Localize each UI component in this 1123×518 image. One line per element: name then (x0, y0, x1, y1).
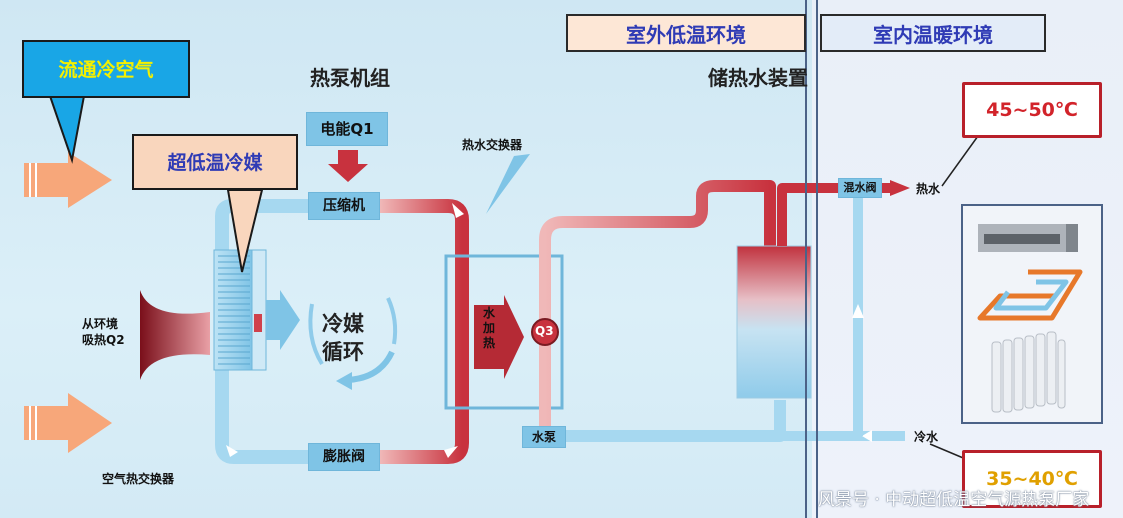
cycle-arc-right-icon (386, 297, 398, 345)
zone-divider-right (816, 0, 818, 518)
expansion-valve-label: 膨胀阀 (308, 443, 380, 471)
flow-arrow-right-bottom-icon (444, 446, 458, 458)
q3-circle (531, 318, 559, 346)
hot-water-exchanger-frame (444, 254, 564, 410)
flow-arrow-right-top-icon (452, 203, 464, 218)
heat-storage-tank (736, 245, 812, 399)
heat-pump-unit-title: 热泵机组 (310, 66, 390, 90)
air-heat-exchanger-label: 空气热交换器 (102, 472, 175, 486)
zone-divider-left (805, 0, 807, 518)
mixing-valve-label: 混水阀 (838, 178, 882, 198)
hot-water-label: 热水 (916, 182, 941, 196)
water-return-pipe (539, 400, 786, 442)
hot-exchanger-pointer (486, 154, 530, 214)
flow-arrow-left-bottom-icon (226, 445, 238, 457)
cycle-arrowhead-icon (336, 372, 352, 390)
heat-transfer-arrow-icon (266, 290, 300, 350)
outdoor-zone-label: 室外低温环境 (566, 14, 806, 52)
hot-water-exchanger-label: 热水交换器 (462, 138, 523, 152)
water-heating-arrow-head (504, 295, 524, 379)
hot-refrigerant-loop (380, 199, 469, 464)
hot-temp-leader (941, 135, 979, 187)
cold-temp-leader (929, 443, 969, 461)
electric-energy-label: 电能Q1 (306, 112, 388, 146)
water-heating-arrow-body (474, 305, 504, 369)
cold-water-arrow-icon (862, 430, 872, 442)
water-pump-label: 水泵 (522, 426, 566, 448)
heat-absorption-horn (140, 290, 210, 380)
refrigerant-cycle-label: 冷媒 循环 (322, 312, 364, 364)
cold-water-label: 冷水 (914, 430, 939, 444)
water-loop-pipe (539, 180, 776, 430)
air-inflow-arrow-bottom (24, 393, 112, 453)
water-heating-label: 水 加 热 (483, 306, 496, 350)
q3-label: Q3 (535, 324, 554, 338)
cycle-arrow-icon (347, 350, 395, 383)
air-flow-callout: 流通冷空气 (22, 40, 190, 98)
absorb-heat-label: 从环境 吸热Q2 (82, 317, 125, 347)
cold-water-temperature: 35~40℃ (962, 450, 1102, 508)
indoor-zone-label: 室内温暖环境 (820, 14, 1046, 52)
energy-down-arrow-icon (328, 150, 368, 182)
watermark: 风景号 · 中动超低温空气源热泵厂家 (818, 490, 1090, 510)
compressor-label: 压缩机 (308, 192, 380, 220)
air-callout-pointer (48, 95, 86, 164)
hot-water-arrow-icon (890, 180, 910, 196)
floor-heating-icon (977, 269, 1083, 321)
heat-storage-title: 储热水装置 (708, 66, 808, 90)
hot-water-temperature: 45~50℃ (962, 82, 1102, 138)
refrigerant-callout: 超低温冷媒 (132, 134, 298, 190)
radiator-icon (991, 331, 1066, 413)
bypass-arrow-icon (852, 304, 864, 318)
coil-red-mark (254, 314, 262, 332)
fan-coil-unit-icon (978, 224, 1078, 252)
cycle-arc-icon (308, 303, 324, 366)
air-inflow-arrow-top (24, 152, 112, 208)
refrigerant-callout-pointer (226, 189, 264, 273)
